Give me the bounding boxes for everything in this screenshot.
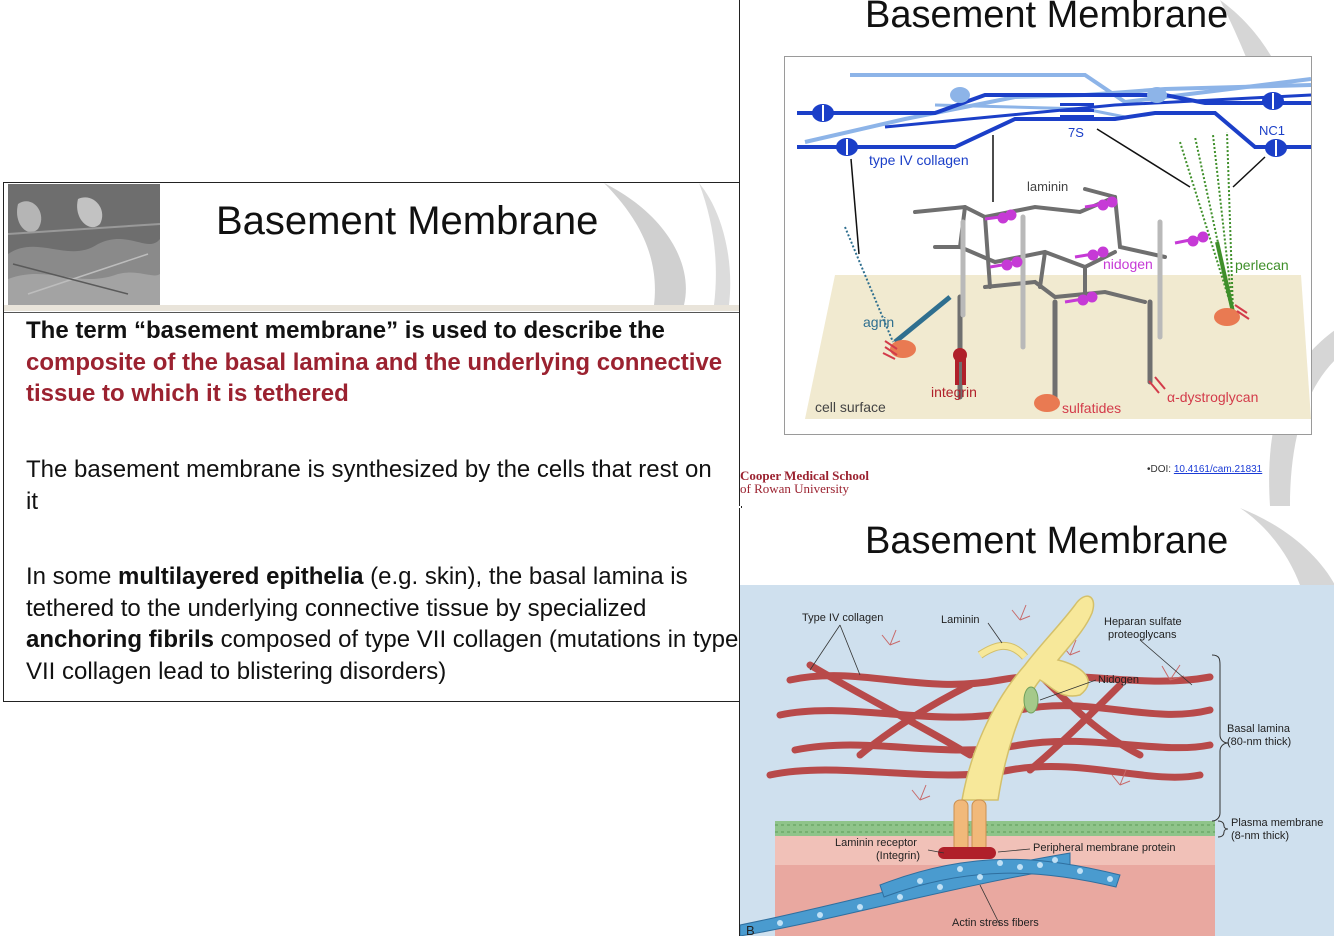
- label-perlecan: perlecan: [1235, 257, 1289, 273]
- slide-header: Basement Membrane: [4, 183, 741, 313]
- header-divider-line: [4, 312, 741, 313]
- slide-top-right: Basement Membrane: [739, 0, 1334, 506]
- text-fragment: (e.g. skin), the basal lamina is tethere…: [26, 563, 688, 622]
- text-fragment: composed of type VII collagen (mutations…: [26, 626, 739, 685]
- label-heparan-sulfate: Heparan sulfate: [1104, 616, 1182, 628]
- label-peripheral-protein: Peripheral membrane protein: [1033, 842, 1175, 854]
- school-name: Cooper Medical School: [740, 468, 870, 483]
- label-7s: 7S: [1068, 125, 1084, 140]
- text-fragment: In some: [26, 563, 119, 590]
- electron-micrograph-image: [8, 184, 160, 307]
- synthesis-paragraph: The basement membrane is synthesized by …: [26, 456, 712, 515]
- definition-highlight: composite of the basal lamina and the un…: [26, 348, 723, 408]
- label-dystroglycan: α-dystroglycan: [1167, 389, 1258, 405]
- label-nc1: NC1: [1259, 123, 1285, 138]
- label-basal-lamina: Basal lamina: [1227, 723, 1291, 735]
- slide-title: Basement Membrane: [216, 199, 599, 243]
- label-nidogen: Nidogen: [1098, 674, 1139, 686]
- basal-lamina-illustration: Type IV collagen Laminin Heparan sulfate…: [740, 585, 1334, 936]
- slide-title: Basement Membrane: [865, 0, 1229, 36]
- label-laminin-receptor: Laminin receptor: [835, 837, 917, 849]
- basement-membrane-diagram: 7S NC1 type IV collagen laminin nidogen …: [784, 56, 1312, 435]
- label-proteoglycans: proteoglycans: [1108, 629, 1177, 641]
- definition-paragraph: The term “basement membrane” is used to …: [26, 315, 738, 410]
- doi-prefix: •DOI:: [1147, 464, 1174, 475]
- label-plasma-membrane: Plasma membrane: [1231, 817, 1323, 829]
- label-integrin: (Integrin): [876, 850, 920, 862]
- school-logo-text: Cooper Medical School of Rowan Universit…: [740, 469, 869, 495]
- header-divider: [4, 305, 741, 311]
- slide-title: Basement Membrane: [865, 520, 1229, 562]
- bold-term: anchoring fibrils: [26, 626, 215, 653]
- header-leaf-decoration: [604, 183, 731, 305]
- label-panel-b: B: [746, 923, 755, 936]
- label-actin-fibers: Actin stress fibers: [952, 917, 1039, 929]
- label-sulfatides: sulfatides: [1062, 400, 1121, 416]
- label-agrin: agrin: [863, 314, 894, 330]
- label-type-iv-collagen: Type IV collagen: [802, 612, 883, 624]
- anchoring-paragraph: In some multilayered epithelia (e.g. ski…: [26, 561, 741, 687]
- label-laminin: Laminin: [941, 614, 980, 626]
- school-subname: of Rowan University: [740, 481, 850, 496]
- label-integrin: integrin: [931, 384, 977, 400]
- definition-text: The term “basement membrane” is used to …: [26, 317, 665, 344]
- label-type-iv-collagen: type IV collagen: [869, 152, 969, 168]
- doi-citation: •DOI: 10.4161/cam.21831: [1147, 464, 1262, 475]
- slide-left: Basement Membrane The term “basement mem…: [3, 182, 742, 702]
- label-laminin: laminin: [1027, 179, 1068, 194]
- label-nidogen: nidogen: [1103, 256, 1153, 272]
- slide-leaf-decoration: [1240, 508, 1334, 585]
- label-cell-surface: cell surface: [815, 399, 886, 415]
- slide-bottom-right: Basement Membrane: [739, 508, 1334, 936]
- doi-link[interactable]: 10.4161/cam.21831: [1173, 464, 1263, 475]
- bold-term: multilayered epithelia: [118, 563, 364, 590]
- label-plasma-thickness: (8-nm thick): [1231, 830, 1289, 842]
- label-basal-thickness: (80-nm thick): [1227, 736, 1291, 748]
